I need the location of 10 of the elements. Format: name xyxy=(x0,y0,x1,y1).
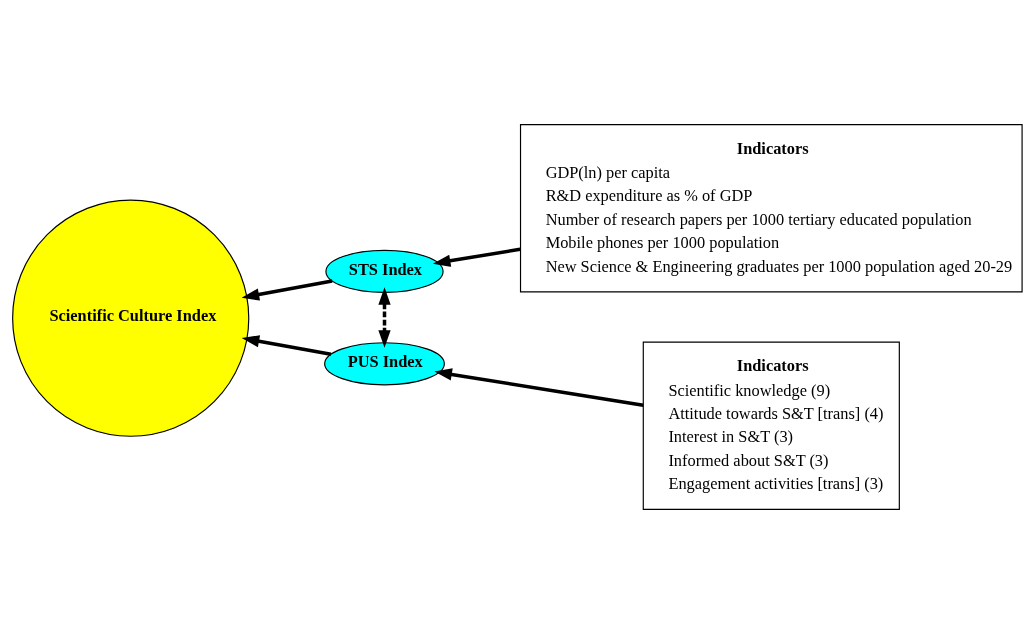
arrow xyxy=(432,247,521,267)
node-ellipse: STS Index xyxy=(325,249,444,293)
arrow xyxy=(434,367,644,407)
arrow xyxy=(378,286,391,348)
node-ellipse: PUS Index xyxy=(324,341,445,385)
node-circle: Scientific Culture Index xyxy=(12,199,250,437)
arrow xyxy=(241,278,333,301)
node-box: Indicators Scientific knowledge (9) Attitude towards S&T [trans] (4) Interest in S&T (3) Informed about S&T (3) Engagement activities [trans] (3) xyxy=(642,341,900,510)
arrow xyxy=(241,334,332,356)
node-box: Indicators GDP(ln) per capita R&D expenditure as % of GDP Number of research papers per 1000 tertiary educated population Mobile phones per 1000 population New Science & Engineering graduates per 1000 population aged 20-29 xyxy=(519,123,1023,292)
